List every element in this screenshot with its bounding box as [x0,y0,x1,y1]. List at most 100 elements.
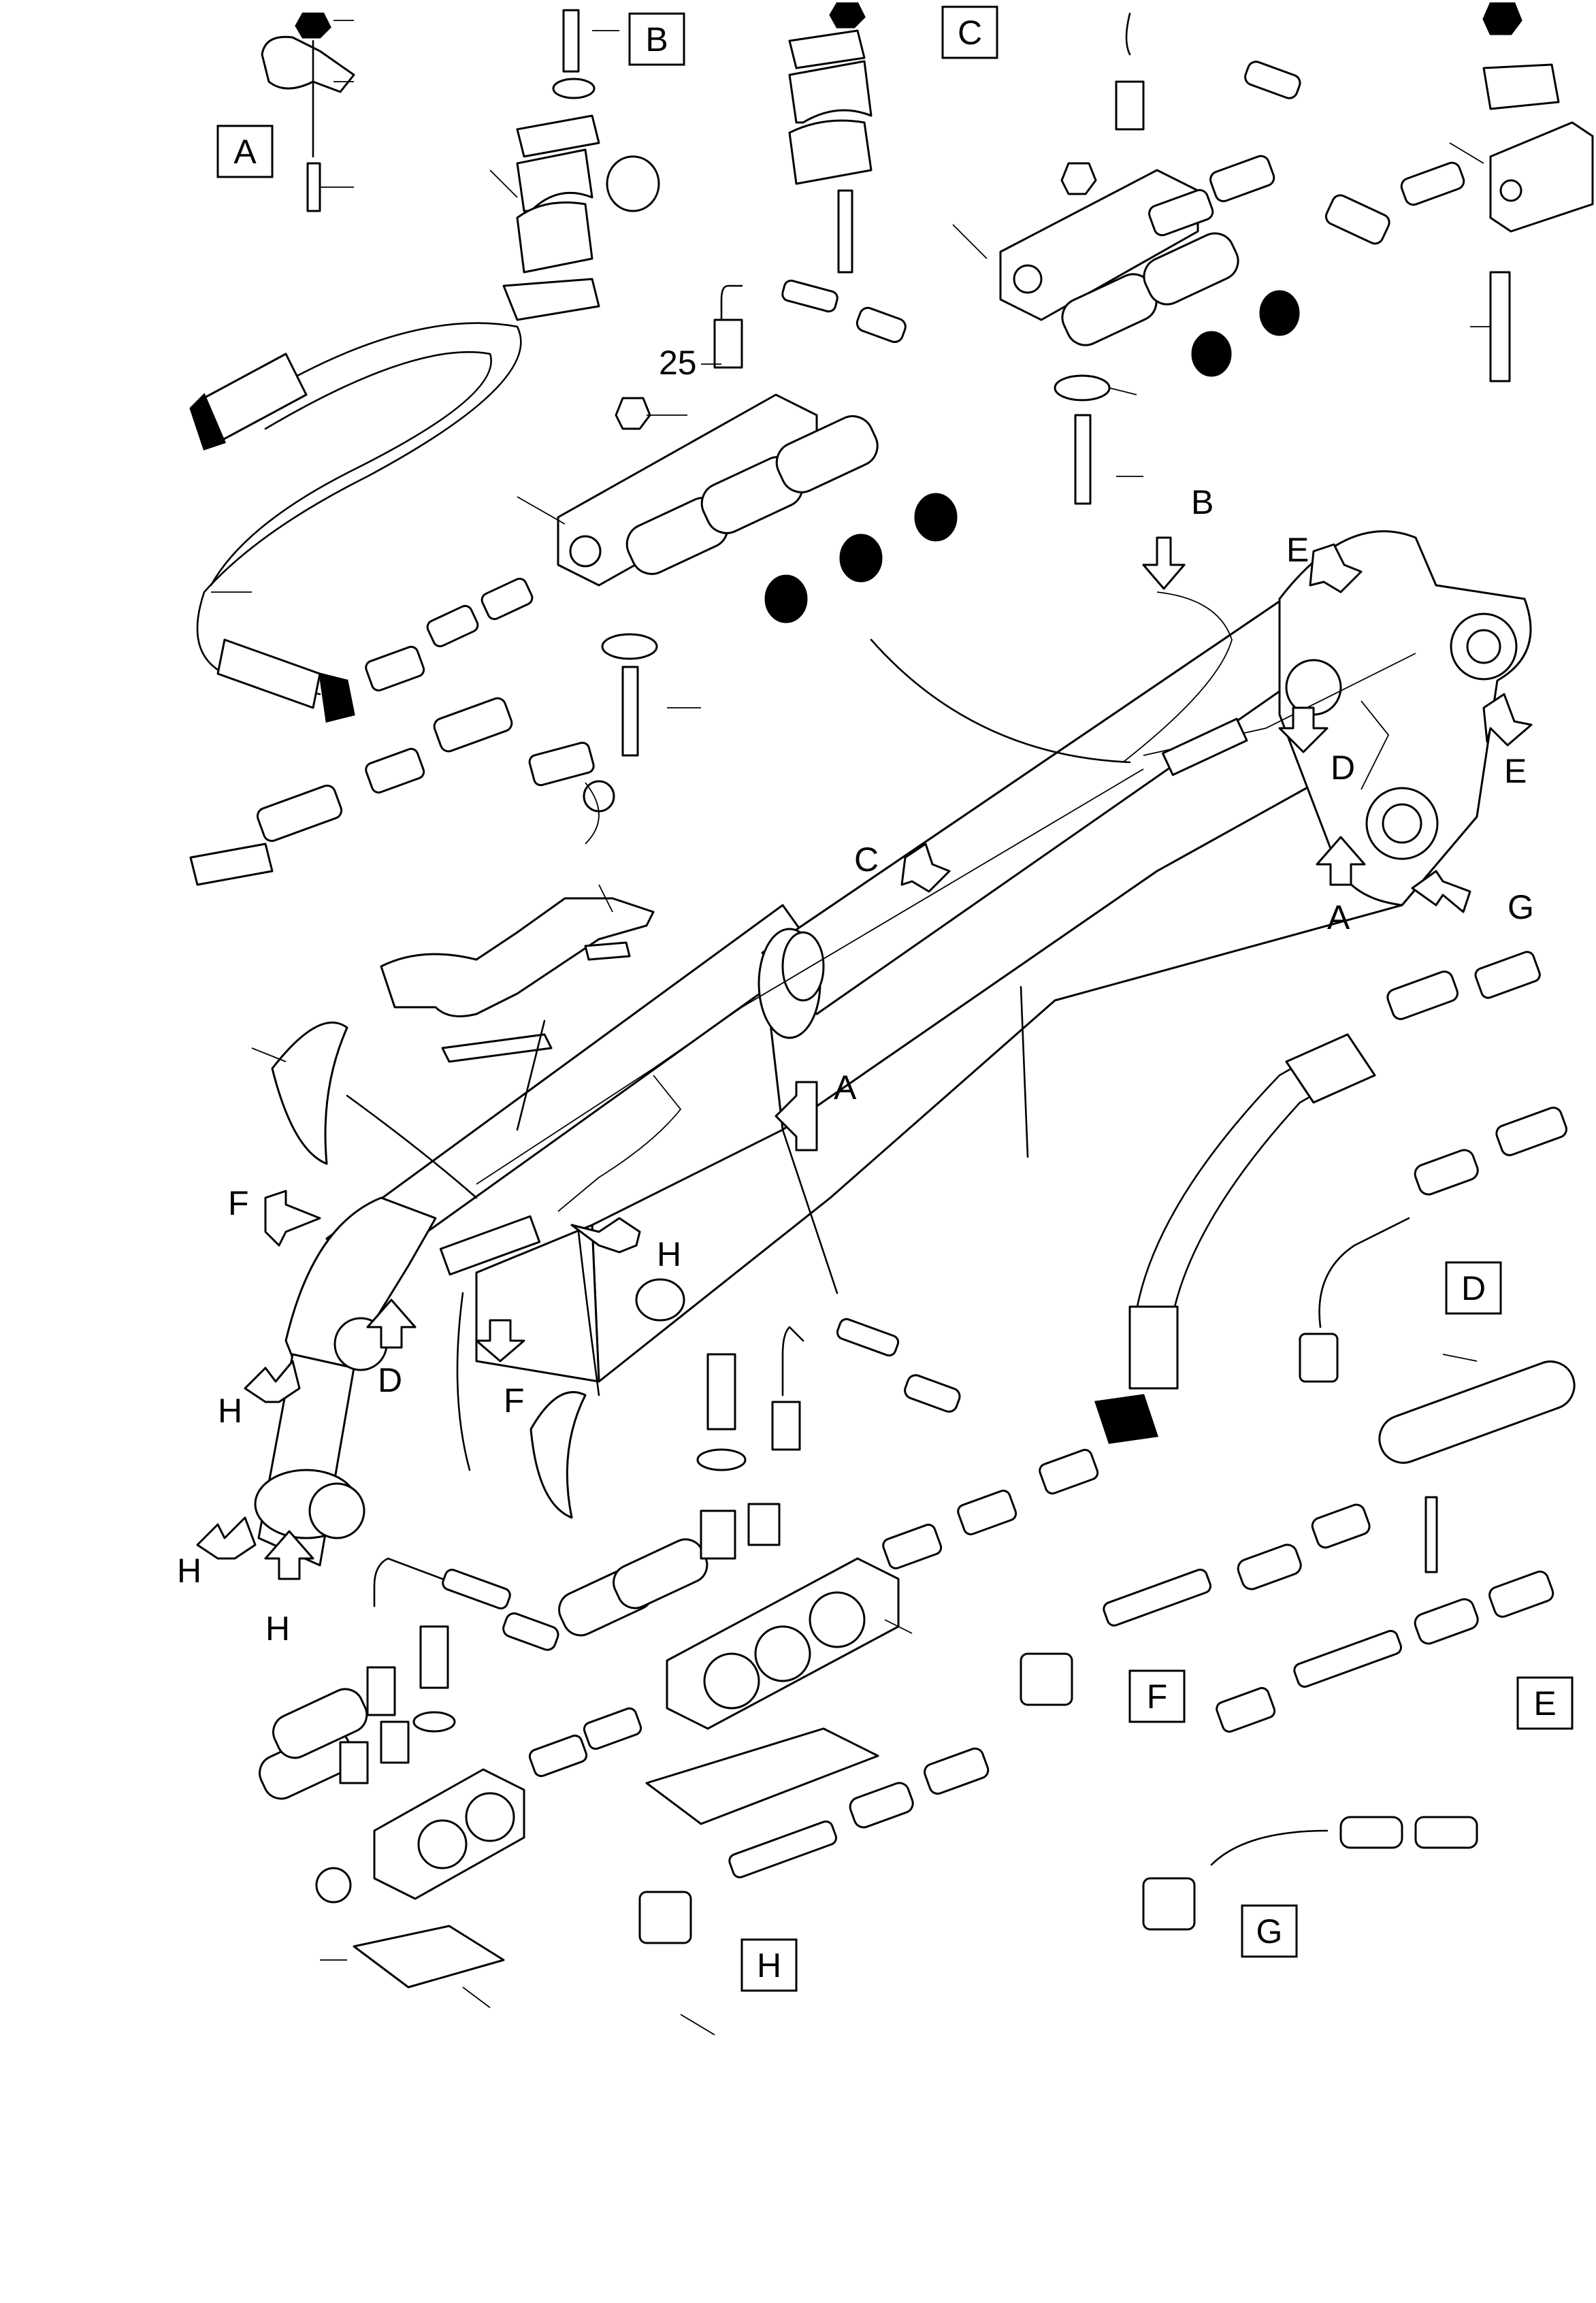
grease-nipple [1216,1686,1276,1733]
location-arrow [570,1217,641,1254]
clamp-top-plate [788,29,866,69]
cylinder-end-inner [781,931,825,1002]
pipe-section [1474,951,1541,999]
location-label: A [834,1068,857,1107]
pin-stub [635,1278,685,1322]
view-box-frame [628,12,685,66]
leader-sweep [577,1230,600,1396]
washer [601,633,658,660]
hose-fitting [319,672,355,723]
adapter [426,604,479,648]
nut-fitting [1244,61,1301,99]
clamp-half-upper [516,148,593,212]
boom-distributor-lower [439,1215,541,1276]
location-label: D [378,1361,402,1399]
cover-plate [380,897,655,1017]
nut-fitting [502,1612,559,1651]
view-box-frame [1241,1904,1298,1958]
leader-sweep [516,1019,546,1131]
view-box-label: F [1147,1678,1168,1716]
location-label: H [657,1235,681,1273]
bent-pipe [1210,1829,1329,1866]
view-box-d: D [1445,1261,1502,1315]
tee [433,697,513,753]
view-box-frame [1128,1669,1186,1723]
junction-block [1489,121,1594,233]
view-box-label: B [645,20,668,59]
location-arrow [475,1319,525,1362]
straight-fitting [1115,80,1145,131]
threaded-stud [1424,1496,1438,1573]
clamp-half-upper [788,60,873,124]
adapter [1039,1448,1099,1494]
bolt [621,666,639,757]
nut-fitting [1237,1544,1302,1590]
nut-fitting [849,1782,914,1829]
cover-strap [441,1033,553,1063]
straight-fitting [366,1666,396,1716]
location-label: H [218,1392,242,1430]
hose-assembly [189,322,522,723]
location-label: C [854,840,879,879]
mounting-plate [353,1925,505,1989]
lube-line-front [557,1075,682,1212]
nut [615,397,651,430]
view-box-a: A [216,125,274,178]
clamp-base-plate [502,278,600,321]
view-boxes: A B C D E F G H [216,5,1574,1992]
view-box-frame [1516,1676,1574,1730]
pipe-section [1311,1503,1371,1549]
view-box-label: G [1256,1912,1283,1950]
bolt [419,1625,449,1689]
lube-line-g [1361,700,1390,790]
view-box-label: E [1533,1684,1556,1722]
port-plug [703,1652,760,1710]
view-box-label: D [1461,1269,1486,1307]
cap-nut [700,1509,736,1560]
valve-cap [1259,290,1300,336]
leader [952,224,988,259]
clamp-top-plate [516,114,600,158]
straight-fitting [1299,1333,1339,1383]
view-box-label: A [233,133,257,171]
location-arrow [244,1360,301,1403]
manifold-bottom-center [528,1318,1099,1825]
threaded-stud [837,189,853,274]
location-label: D [1331,749,1355,787]
pipe-section [1414,1816,1478,1849]
nut-fitting [1339,1816,1403,1849]
bent-pipe [1318,1217,1410,1328]
adapter [1148,189,1214,237]
straight-fitting [713,318,743,369]
swivel-fitting [1142,1877,1196,1931]
port-plug [465,1792,515,1842]
lube-line-upper [1122,591,1233,763]
view-box-c: C [941,5,998,59]
washer [1054,374,1111,402]
elbow [1209,154,1275,203]
view-box-frame [1445,1261,1502,1315]
leader [680,2014,715,2036]
location-markers: B E E D A G C A F H H D F H H [177,483,1534,1648]
view-box-g: G [1241,1904,1298,1958]
location-arrow [1482,693,1533,747]
hose-outer [196,322,522,696]
metering-valves [625,415,958,623]
location-label: F [228,1184,249,1222]
location-label: H [265,1610,290,1648]
valve-cap [764,574,808,623]
adapter [1400,161,1465,206]
hose-fitting [1094,1394,1158,1444]
cover-tab [584,941,631,961]
nut-fitting [1414,1149,1479,1196]
view-box-label: C [958,14,982,52]
threaded-stud [1489,271,1511,382]
bolt [562,9,580,73]
swivel-fitting [1020,1652,1073,1706]
bolt [706,1353,736,1431]
leader-lines [211,142,1491,2036]
valve-cap [1191,331,1232,377]
metering-valve [775,415,879,493]
manifold-top-left [557,393,958,757]
